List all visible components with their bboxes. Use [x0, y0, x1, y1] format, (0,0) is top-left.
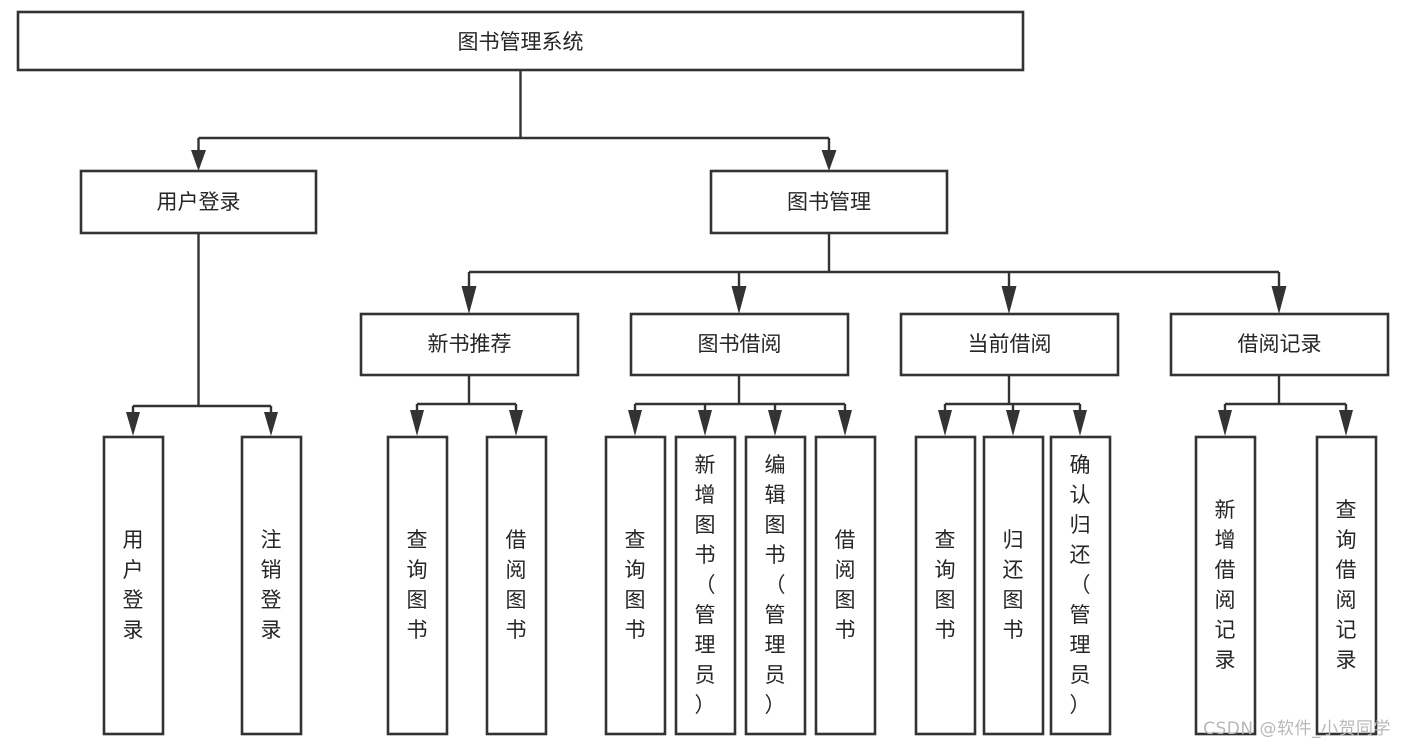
node-leaf-8-label: 借阅图书 [835, 528, 856, 642]
node-leaf-11-label: 确认归还（管理员） [1070, 453, 1091, 717]
node-current-label: 当前借阅 [968, 332, 1052, 356]
arrow-head-to-login [191, 150, 206, 171]
node-borrow-label: 图书借阅 [698, 332, 782, 356]
node-root-box[interactable] [16, 10, 1025, 72]
node-leaf-10-label: 归还图书 [1003, 528, 1024, 642]
arrow-head-leaf-2 [264, 412, 278, 436]
arrow-head-leaf-11 [1073, 410, 1087, 436]
node-leaf-6-label: 新增图书（管理员） [695, 453, 716, 717]
node-records-label: 借阅记录 [1238, 332, 1322, 356]
node-leaf-5-label: 查询图书 [625, 528, 646, 642]
arrow-head-leaf-13 [1339, 410, 1353, 436]
node-leaf-1-label: 用户登录 [123, 528, 144, 642]
arrow-head-leaf-12 [1218, 410, 1232, 436]
node-newbook-label: 新书推荐 [428, 332, 512, 356]
node-newbook[interactable]: 新书推荐 [359, 312, 580, 377]
node-leaf-12-box[interactable] [1194, 435, 1257, 736]
node-bookmgmt-label: 图书管理 [787, 190, 871, 214]
node-leaf-8-box[interactable] [814, 435, 877, 736]
node-records-box[interactable] [1169, 312, 1390, 377]
node-leaf-2-box[interactable] [240, 435, 303, 736]
node-leaf-7-label: 编辑图书（管理员） [765, 453, 786, 717]
node-leaf-7[interactable]: 编辑图书（管理员） [744, 435, 807, 736]
arrow-head-to-newbook [461, 286, 477, 314]
node-leaf-13[interactable]: 查询借阅记录 [1315, 435, 1378, 736]
arrow-head-to-borrow [731, 286, 747, 314]
node-leaf-3[interactable]: 查询图书 [386, 435, 449, 736]
arrow-head-leaf-4 [509, 410, 523, 436]
node-leaf-6[interactable]: 新增图书（管理员） [674, 435, 737, 736]
node-leaf-1-box[interactable] [102, 435, 165, 736]
node-current[interactable]: 当前借阅 [899, 312, 1120, 377]
node-leaf-4-box[interactable] [485, 435, 548, 736]
node-root-label: 图书管理系统 [458, 30, 584, 54]
node-leaf-13-label: 查询借阅记录 [1336, 498, 1357, 672]
node-leaf-11[interactable]: 确认归还（管理员） [1049, 435, 1112, 736]
node-leaf-1[interactable]: 用户登录 [102, 435, 165, 736]
node-login-box[interactable] [79, 169, 318, 235]
node-newbook-box[interactable] [359, 312, 580, 377]
arrow-head-leaf-1 [126, 412, 140, 436]
node-leaf-9[interactable]: 查询图书 [914, 435, 977, 736]
node-leaf-13-box[interactable] [1315, 435, 1378, 736]
arrow-head-to-bookmgmt [821, 150, 837, 171]
node-leaf-5[interactable]: 查询图书 [604, 435, 667, 736]
node-leaf-10-box[interactable] [982, 435, 1045, 736]
node-bookmgmt[interactable]: 图书管理 [709, 169, 949, 235]
arrow-head-leaf-10 [1006, 410, 1020, 436]
arrow-head-to-records [1271, 286, 1287, 314]
node-bookmgmt-box[interactable] [709, 169, 949, 235]
node-leaf-4[interactable]: 借阅图书 [485, 435, 548, 736]
node-root[interactable]: 图书管理系统 [16, 10, 1025, 72]
node-leaf-12-label: 新增借阅记录 [1215, 498, 1236, 672]
node-records[interactable]: 借阅记录 [1169, 312, 1390, 377]
node-borrow[interactable]: 图书借阅 [629, 312, 850, 377]
arrow-head-leaf-7 [768, 410, 782, 436]
node-login[interactable]: 用户登录 [79, 169, 318, 235]
arrow-head-leaf-9 [938, 410, 952, 436]
node-login-label: 用户登录 [157, 190, 241, 214]
node-leaf-2-label: 注销登录 [261, 528, 282, 642]
node-leaf-2[interactable]: 注销登录 [240, 435, 303, 736]
arrow-head-leaf-6 [698, 410, 712, 436]
node-leaf-10[interactable]: 归还图书 [982, 435, 1045, 736]
node-leaf-3-label: 查询图书 [407, 528, 428, 642]
node-leaf-4-label: 借阅图书 [506, 528, 527, 642]
node-leaf-6-box[interactable] [674, 435, 737, 736]
node-leaf-7-box[interactable] [744, 435, 807, 736]
node-leaf-11-box[interactable] [1049, 435, 1112, 736]
node-leaf-3-box[interactable] [386, 435, 449, 736]
node-leaf-8[interactable]: 借阅图书 [814, 435, 877, 736]
node-leaf-12[interactable]: 新增借阅记录 [1194, 435, 1257, 736]
arrow-head-to-current [1001, 286, 1017, 314]
node-leaf-9-box[interactable] [914, 435, 977, 736]
edge-layer [126, 71, 1353, 436]
csdn-watermark: CSDN @软件_小贺同学 [1203, 719, 1391, 739]
node-current-box[interactable] [899, 312, 1120, 377]
arrow-head-leaf-8 [838, 410, 852, 436]
node-leaf-5-box[interactable] [604, 435, 667, 736]
arrow-head-leaf-5 [628, 410, 642, 436]
node-leaf-9-label: 查询图书 [935, 528, 956, 642]
arrow-head-leaf-3 [410, 410, 424, 436]
node-borrow-box[interactable] [629, 312, 850, 377]
